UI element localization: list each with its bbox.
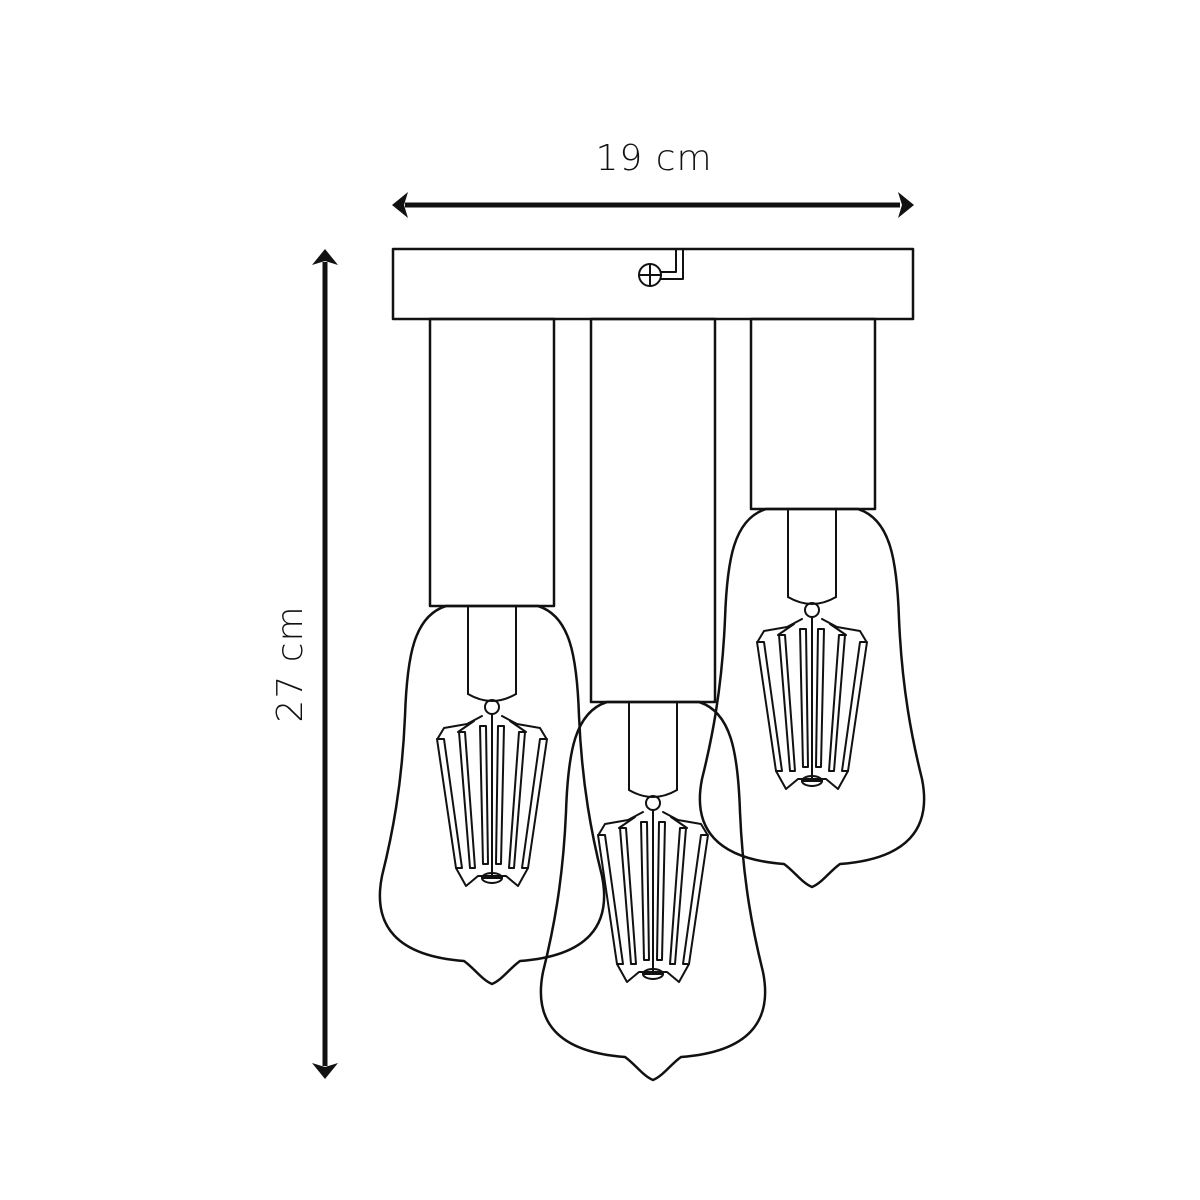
bulb-left: [378, 604, 606, 986]
socket-tube-center: [589, 317, 717, 704]
bulb-center: [539, 700, 767, 1082]
socket-tube-right: [749, 317, 877, 511]
height-arrow-bottom-icon: [312, 1063, 338, 1079]
height-arrow-top-icon: [312, 249, 338, 265]
height-label: 27 cm: [270, 605, 311, 722]
width-arrow-left-icon: [392, 192, 408, 218]
socket-tube-left: [428, 317, 556, 608]
bulb-right: [698, 507, 926, 889]
width-label: 19 cm: [595, 138, 712, 179]
ceiling-base-plate: [391, 247, 915, 321]
width-dimension: 19 cm: [392, 138, 914, 218]
screw-icon: [638, 248, 684, 287]
width-arrow-right-icon: [898, 192, 914, 218]
height-dimension: 27 cm: [270, 249, 338, 1079]
